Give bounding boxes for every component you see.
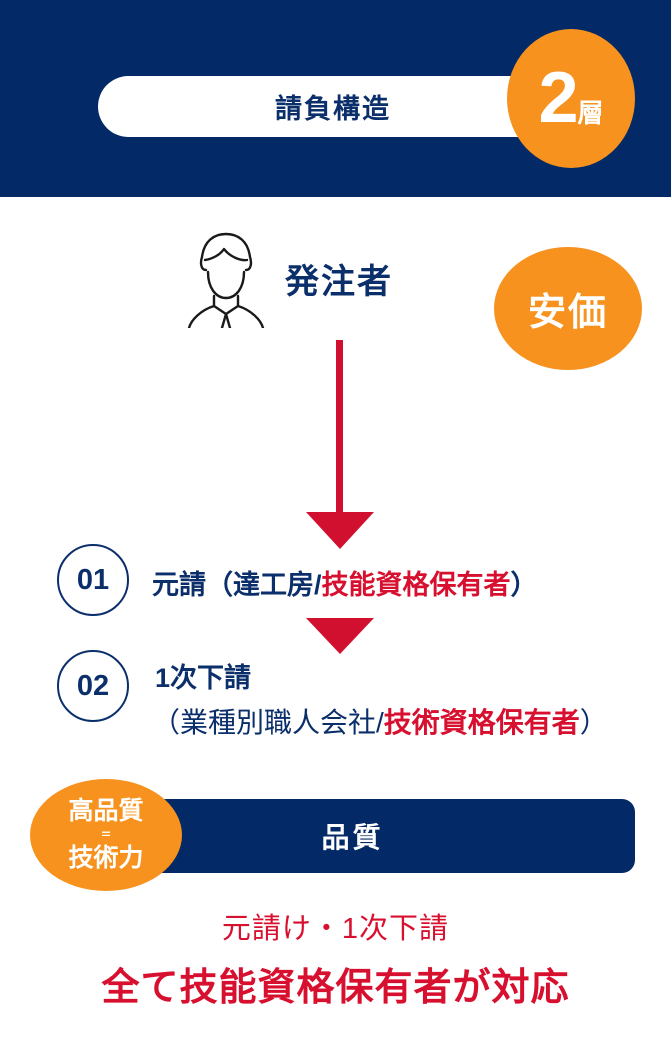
step-number-02: 02 bbox=[57, 650, 129, 722]
quality-badge-line1: 高品質 bbox=[68, 796, 144, 825]
footer-headline: 全て技能資格保有者が対応 bbox=[101, 967, 570, 1009]
quality-badge-equals: = bbox=[101, 827, 111, 841]
layer-count-badge: 2 層 bbox=[507, 29, 635, 168]
flow-arrow-head bbox=[306, 512, 374, 549]
header-title-pill bbox=[98, 76, 568, 137]
layer-count-unit: 層 bbox=[577, 98, 604, 128]
step-01-navy-suffix: ） bbox=[510, 570, 538, 600]
quality-bar-label: 品質 bbox=[321, 822, 384, 853]
quality-badge: 高品質 = 技術力 bbox=[30, 779, 182, 891]
header-title-text: 請負構造 bbox=[275, 94, 391, 124]
step-02-red-text: 技術資格保有者 bbox=[383, 707, 580, 738]
step-label-02-line2: （業種別職人会社/技術資格保有者） bbox=[152, 701, 608, 741]
step-01-navy-prefix: 元請（達工房/ bbox=[152, 570, 322, 600]
person-in-suit-icon bbox=[187, 232, 265, 328]
client-label: 発注者 bbox=[285, 263, 393, 301]
footer-subtitle: 元請け・1次下請 bbox=[221, 913, 450, 945]
step-number-01: 01 bbox=[57, 544, 129, 616]
cheap-price-badge: 安価 bbox=[494, 247, 642, 370]
step-01-red-text: 技能資格保有者 bbox=[321, 570, 511, 600]
step-divider-arrow bbox=[306, 618, 374, 654]
layer-count-number: 2 bbox=[538, 57, 578, 138]
step-02-navy-suffix: ） bbox=[579, 707, 608, 738]
client-row: 発注者 bbox=[0, 228, 671, 338]
flow-arrow-shaft bbox=[336, 340, 343, 515]
step-label-02-line1: 1次下請 bbox=[155, 663, 252, 693]
quality-badge-line2: 技術力 bbox=[68, 844, 144, 873]
step-02-navy-prefix: （業種別職人会社/ bbox=[152, 707, 384, 738]
step-label-01: 元請（達工房/技能資格保有者） bbox=[152, 563, 538, 602]
